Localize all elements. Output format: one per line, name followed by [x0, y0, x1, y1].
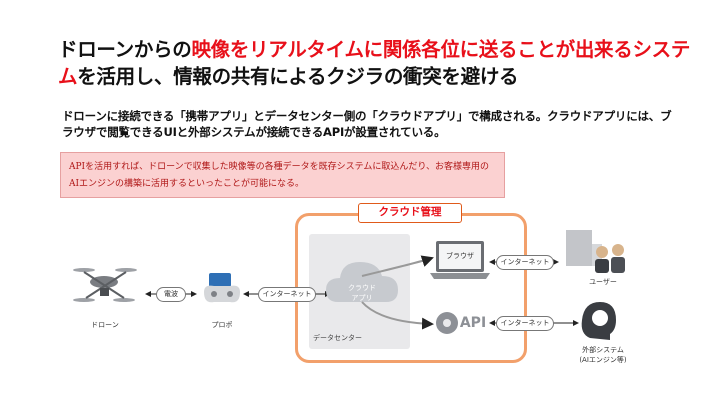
propo-label: プロポ: [211, 321, 233, 329]
cloud-app-icon: [326, 255, 434, 330]
radio-link-label: 電波: [156, 287, 186, 302]
cloud-management-label: クラウド管理: [358, 203, 462, 223]
api-gear-icon: [436, 312, 458, 334]
title-part-1: ドローンからの: [58, 38, 192, 61]
page-subtitle: ドローンに接続できる「携帯アプリ」とデータセンター側の「クラウドアプリ」で構成さ…: [62, 109, 672, 139]
api-label: API: [459, 315, 487, 331]
internet-link-label-3: インターネット: [496, 316, 554, 331]
page-title: ドローンからの映像をリアルタイムに関係各位に送ることが出来るシステムを活用し、情…: [58, 36, 698, 90]
title-highlight: 映像をリアルタイムに関係各位に送ることが出来るシステム: [58, 38, 691, 88]
browser-laptop-icon: [430, 241, 490, 279]
api-note-box: APIを活用すれば、ドローンで収集した映像等の各種データを既存システムに取込んだ…: [60, 152, 505, 198]
controller-icon: [204, 273, 240, 303]
internet-link-label-1: インターネット: [258, 287, 316, 302]
cloud-app-label: クラウド アプリ: [348, 284, 376, 302]
users-label: ユーザー: [589, 278, 617, 286]
drone-label: ドローン: [91, 321, 119, 329]
external-system-label: 外部システム (AIエンジン等): [579, 346, 627, 364]
drone-icon: [73, 268, 137, 302]
datacenter-label: データセンター: [313, 334, 362, 342]
title-part-3: を活用し、情報の共有によるクジラの衝突を避ける: [77, 65, 519, 88]
internet-link-label-2: インターネット: [496, 255, 554, 270]
users-building-icon: [566, 230, 625, 273]
ai-engine-icon: [581, 302, 616, 340]
browser-label: ブラウザ: [446, 252, 474, 260]
